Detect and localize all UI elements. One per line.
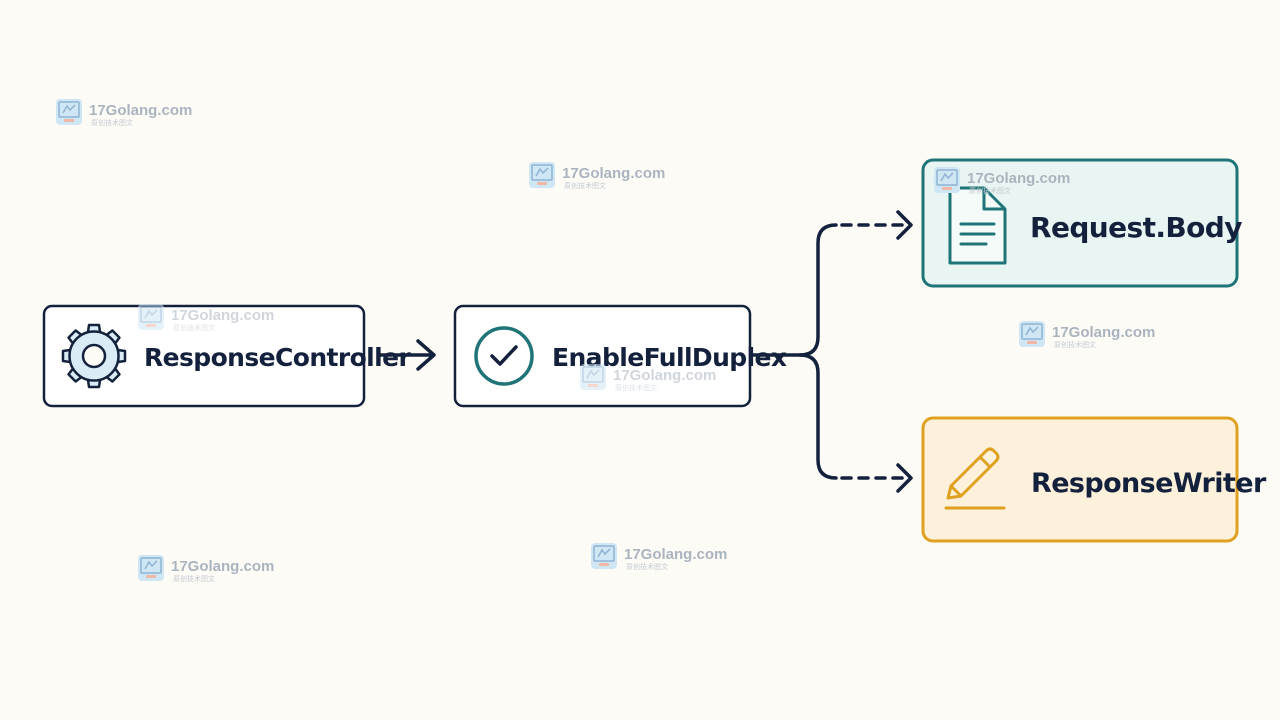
node-label-request-body: Request.Body — [1030, 211, 1242, 244]
node-response-controller: ResponseController — [42, 304, 412, 408]
watermark-site: 17Golang.com — [1052, 324, 1155, 341]
gear-icon — [61, 323, 127, 389]
watermark-site: 17Golang.com — [89, 102, 192, 119]
branch-connector — [749, 223, 838, 480]
watermark-tagline: 原创技术图文 — [173, 574, 215, 583]
node-label-response-controller: ResponseController — [144, 343, 411, 372]
arrow-duplex-to-response-writer — [840, 463, 913, 493]
watermark: 17Golang.com 原创技术图文 — [55, 98, 192, 127]
watermark: 17Golang.com 原创技术图文 — [528, 161, 665, 190]
node-label-response-writer: ResponseWriter — [1031, 468, 1267, 499]
watermark-site: 17Golang.com — [562, 165, 665, 182]
watermark-tagline: 原创技术图文 — [1054, 340, 1096, 349]
watermark: 17Golang.com 原创技术图文 — [933, 166, 1070, 195]
watermark-site: 17Golang.com — [171, 558, 274, 575]
node-request-body: Request.Body — [921, 158, 1243, 288]
pencil-icon — [944, 447, 1006, 510]
watermark-logo-icon — [933, 166, 961, 194]
watermark-tagline: 原创技术图文 — [969, 186, 1011, 195]
connectors — [378, 210, 913, 493]
watermark-site: 17Golang.com — [613, 367, 716, 384]
check-circle-icon — [474, 326, 534, 386]
watermark-logo-icon — [137, 554, 165, 582]
watermark: 17Golang.com 原创技术图文 — [590, 542, 727, 571]
watermark-tagline: 原创技术图文 — [564, 181, 606, 190]
watermark-tagline: 原创技术图文 — [615, 383, 657, 392]
watermark-site: 17Golang.com — [171, 307, 274, 324]
watermark-logo-icon — [528, 161, 556, 189]
watermark-tagline: 原创技术图文 — [626, 562, 668, 571]
node-response-writer: ResponseWriter — [921, 416, 1268, 543]
arrow-duplex-to-request-body — [840, 210, 913, 240]
document-icon — [948, 186, 1007, 265]
node-enable-full-duplex: EnableFullDuplex — [453, 304, 788, 408]
watermark: 17Golang.com 原创技术图文 — [137, 303, 274, 332]
watermark-tagline: 原创技术图文 — [91, 118, 133, 127]
watermark-logo-icon — [55, 98, 83, 126]
watermark-logo-icon — [137, 303, 165, 331]
watermark: 17Golang.com 原创技术图文 — [579, 363, 716, 392]
watermark: 17Golang.com 原创技术图文 — [137, 554, 274, 583]
watermark: 17Golang.com 原创技术图文 — [1018, 320, 1155, 349]
watermark-site: 17Golang.com — [624, 546, 727, 563]
watermark-logo-icon — [590, 542, 618, 570]
watermark-site: 17Golang.com — [967, 170, 1070, 187]
watermark-logo-icon — [1018, 320, 1046, 348]
watermark-logo-icon — [579, 363, 607, 391]
watermark-tagline: 原创技术图文 — [173, 323, 215, 332]
arrow-controller-to-duplex — [378, 339, 436, 371]
